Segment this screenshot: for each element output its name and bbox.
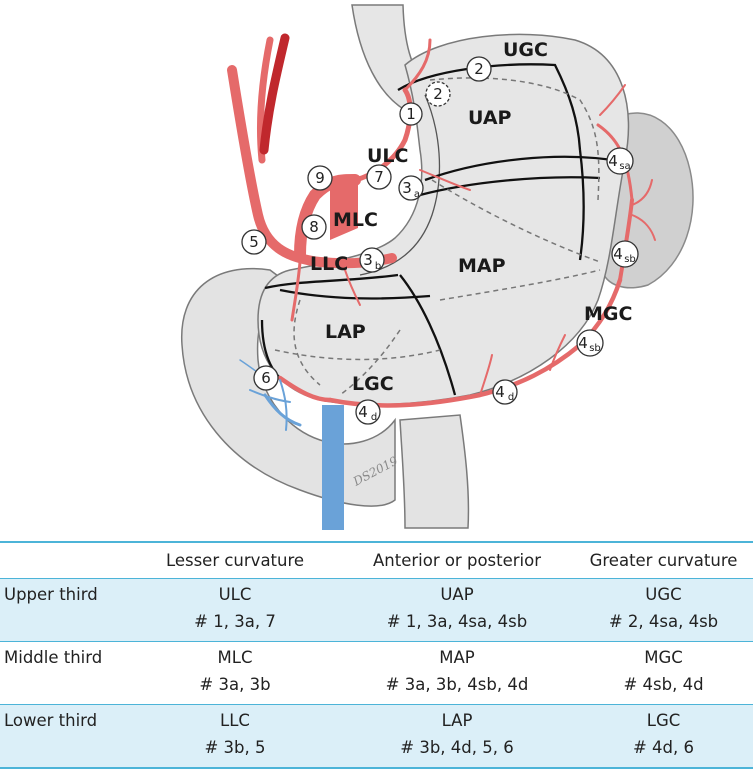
header-lesser-curvature: Lesser curvature xyxy=(130,541,340,579)
cell-region: MLC xyxy=(217,648,253,667)
svg-text:4: 4 xyxy=(613,245,623,263)
table-row-upper-third: Upper third ULC # 1, 3a, 7 UAP # 1, 3a, … xyxy=(0,578,753,642)
svg-text:4: 4 xyxy=(578,334,588,352)
cell-region: MAP xyxy=(439,648,475,667)
cell-middle-greater: MGC # 4sb, 4d xyxy=(574,642,753,705)
svg-text:3: 3 xyxy=(402,179,412,197)
label-mlc: MLC xyxy=(333,209,378,231)
cell-upper-anterior: UAP # 1, 3a, 4sa, 4sb xyxy=(340,578,574,642)
cell-region: UAP xyxy=(440,585,474,604)
cell-stations: # 4sb, 4d xyxy=(623,675,704,694)
svg-text:8: 8 xyxy=(309,218,319,236)
row-label-middle: Middle third xyxy=(4,648,103,667)
cell-region: UGC xyxy=(645,585,682,604)
label-ugc: UGC xyxy=(503,39,548,61)
svg-text:7: 7 xyxy=(374,168,384,186)
cell-stations: # 1, 3a, 7 xyxy=(194,612,276,631)
station-4d-marker: 4 d xyxy=(492,379,518,405)
row-label-upper: Upper third xyxy=(0,578,130,642)
lesser-curvature-contour xyxy=(359,94,441,276)
station-1-marker: 1 xyxy=(399,102,423,126)
label-map: MAP xyxy=(458,255,506,277)
svg-text:5: 5 xyxy=(249,233,259,251)
portal-vein-shape xyxy=(322,405,344,530)
jejunum-shape xyxy=(399,414,470,529)
station-8-marker: 8 xyxy=(301,214,327,240)
svg-text:6: 6 xyxy=(261,369,271,387)
celiac-trunk-shape xyxy=(330,178,358,240)
label-lap: LAP xyxy=(325,321,366,343)
svg-text:2: 2 xyxy=(433,85,443,103)
cell-lower-lesser: LLC # 3b, 5 xyxy=(130,704,340,768)
cell-stations: # 2, 4sa, 4sb xyxy=(608,612,719,631)
svg-text:a: a xyxy=(414,189,420,200)
svg-text:sa: sa xyxy=(619,161,630,172)
cell-stations: # 3a, 3b, 4sb, 4d xyxy=(385,675,529,694)
posterior-boundaries xyxy=(274,77,601,396)
station-4sb-marker: 4 sb xyxy=(611,240,639,268)
cell-lower-greater: LGC # 4d, 6 xyxy=(574,704,753,768)
cell-lower-anterior: LAP # 3b, 4d, 5, 6 xyxy=(340,704,574,768)
cell-region: ULC xyxy=(218,585,252,604)
label-llc: LLC xyxy=(310,253,348,275)
label-mgc: MGC xyxy=(584,303,632,325)
station-7-marker: 7 xyxy=(366,164,392,190)
svg-text:3: 3 xyxy=(363,251,373,269)
cell-stations: # 3a, 3b xyxy=(199,675,271,694)
cell-region: LAP xyxy=(441,711,473,730)
svg-text:sb: sb xyxy=(624,254,636,265)
region-boundaries xyxy=(260,63,626,396)
svg-text:9: 9 xyxy=(315,169,325,187)
header-greater-curvature: Greater curvature xyxy=(574,541,753,579)
station-2-posterior-marker: 2 xyxy=(425,81,451,107)
svg-text:4: 4 xyxy=(358,403,368,421)
svg-text:1: 1 xyxy=(406,105,416,123)
table-row-lower-third: Lower third LLC # 3b, 5 LAP # 3b, 4d, 5,… xyxy=(0,704,753,768)
cell-stations: # 1, 3a, 4sa, 4sb xyxy=(386,612,528,631)
svg-text:4: 4 xyxy=(495,383,505,401)
table-row-middle-third: Middle third MLC # 3a, 3b MAP # 3a, 3b, … xyxy=(0,642,753,705)
svg-text:4: 4 xyxy=(608,152,618,170)
cell-stations: # 3b, 4d, 5, 6 xyxy=(400,738,514,757)
label-lgc: LGC xyxy=(352,373,394,395)
stomach-illustration: UGC UAP ULC MLC MAP MGC LLC LAP LGC 1 2 … xyxy=(181,4,694,530)
svg-text:2: 2 xyxy=(474,60,484,78)
cell-region: LLC xyxy=(220,711,250,730)
header-anterior-posterior: Anterior or posterior xyxy=(340,541,574,579)
cell-upper-greater: UGC # 2, 4sa, 4sb xyxy=(574,578,753,642)
station-2-marker: 2 xyxy=(466,56,492,82)
label-ulc: ULC xyxy=(367,145,408,167)
cell-middle-anterior: MAP # 3a, 3b, 4sb, 4d xyxy=(340,642,574,705)
aorta-shape xyxy=(259,33,290,155)
station-4sa-marker: 4 sa xyxy=(606,147,634,175)
row-label-lower: Lower third xyxy=(0,704,130,768)
svg-text:b: b xyxy=(375,261,381,272)
station-3b-marker: 3 b xyxy=(359,247,385,273)
label-uap: UAP xyxy=(468,107,512,129)
station-4d-lower-marker: 4 d xyxy=(355,399,381,425)
svg-text:d: d xyxy=(371,412,377,423)
cell-region: MGC xyxy=(644,648,683,667)
stomach-region-diagram: UGC UAP ULC MLC MAP MGC LLC LAP LGC 1 2 … xyxy=(181,4,694,530)
table-header-row: Lesser curvature Anterior or posterior G… xyxy=(0,541,753,579)
station-4sb-lower-marker: 4 sb xyxy=(576,329,604,357)
cell-stations: # 4d, 6 xyxy=(632,738,695,757)
station-6-marker: 6 xyxy=(253,365,279,391)
station-3a-marker: 3 a xyxy=(398,175,424,201)
header-blank xyxy=(0,541,130,579)
cell-stations: # 3b, 5 xyxy=(204,738,266,757)
station-9-marker: 9 xyxy=(307,165,333,191)
region-station-table: Lesser curvature Anterior or posterior G… xyxy=(0,541,753,769)
cell-middle-lesser: MLC # 3a, 3b xyxy=(130,642,340,705)
svg-text:d: d xyxy=(508,392,514,403)
svg-text:sb: sb xyxy=(589,343,601,354)
cell-region: LGC xyxy=(646,711,681,730)
station-5-marker: 5 xyxy=(241,229,267,255)
cell-upper-lesser: ULC # 1, 3a, 7 xyxy=(130,578,340,642)
